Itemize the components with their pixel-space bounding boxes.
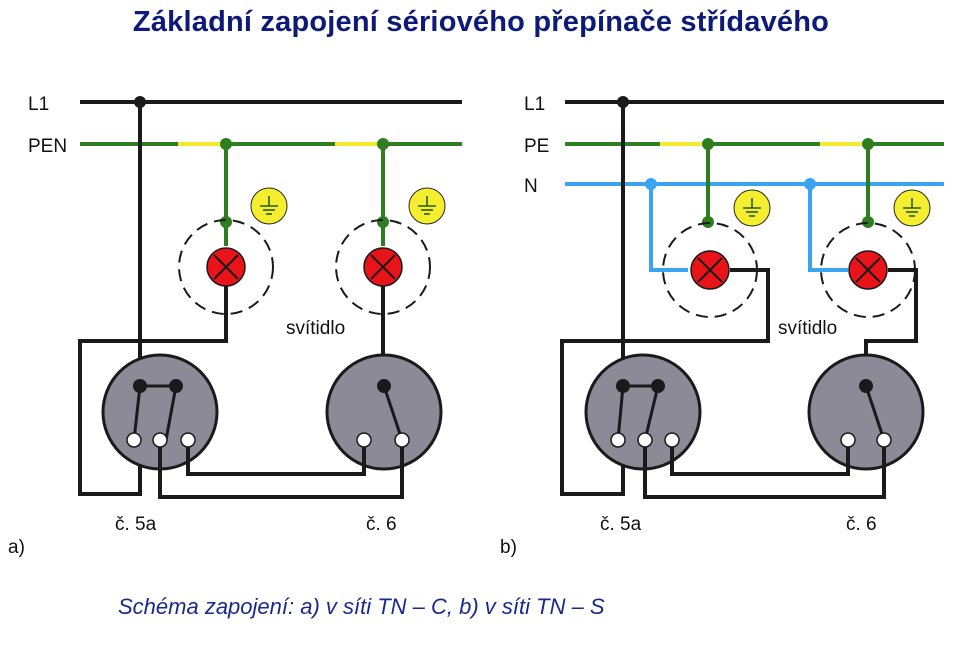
earth-icon — [250, 187, 288, 225]
page-title: Základní zapojení sériového přepínače st… — [132, 6, 830, 38]
conductor-label-n: N — [524, 176, 538, 197]
traveler-1-b — [670, 447, 850, 476]
earth-icon — [733, 189, 771, 227]
lamp-label: svítidlo — [286, 318, 345, 339]
traveler-1-a — [186, 447, 366, 476]
panel-b: L1 PE N svítidlo — [500, 94, 944, 558]
lamp-icon — [848, 250, 888, 290]
junction-dot — [220, 216, 232, 228]
traveler-2-a — [158, 447, 404, 499]
conductor-label-l1: L1 — [28, 94, 49, 115]
switch-6-label: č. 6 — [846, 514, 877, 535]
lamp-enclosure — [178, 219, 274, 315]
lamp-icon — [363, 247, 403, 287]
panel-label-b: b) — [500, 537, 517, 558]
switch-5a-label: č. 5a — [115, 514, 157, 535]
panel-a: L1 PEN svítidlo — [8, 94, 462, 558]
lamp-icon — [690, 250, 730, 290]
panel-label-a: a) — [8, 537, 25, 558]
conductor-label-pen: PEN — [28, 136, 67, 157]
figure-caption: Schéma zapojení: a) v síti TN – C, b) v … — [118, 594, 605, 619]
switch-6-body — [807, 353, 925, 471]
junction-dot — [220, 138, 232, 150]
earth-icon — [893, 189, 931, 227]
switch-6-body — [325, 353, 443, 471]
earth-icon — [408, 187, 446, 225]
traveler-2-b — [643, 447, 886, 499]
lamp1-feed-a — [78, 286, 228, 496]
junction-dot — [377, 138, 389, 150]
lamp1-feed-b — [560, 268, 770, 496]
lamp-icon — [206, 247, 246, 287]
lamp-label: svítidlo — [778, 318, 837, 339]
conductor-label-l1: L1 — [524, 94, 545, 115]
conductor-label-pe: PE — [524, 136, 549, 157]
lamp-enclosure — [335, 219, 431, 315]
junction-dot — [134, 96, 146, 108]
switch-6-label: č. 6 — [366, 514, 397, 535]
junction-dot — [377, 216, 389, 228]
switch-5a-label: č. 5a — [600, 514, 642, 535]
